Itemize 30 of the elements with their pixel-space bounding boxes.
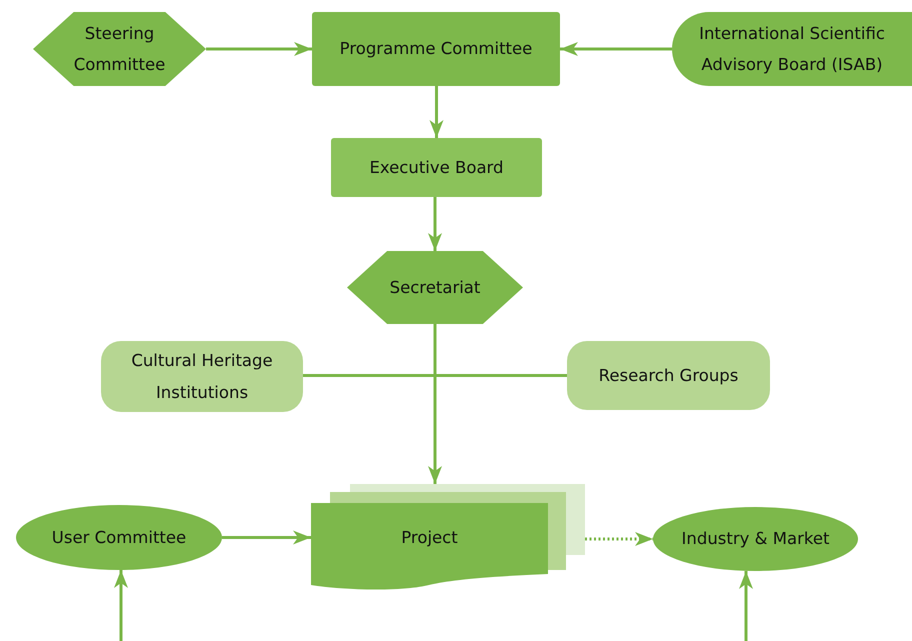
- node-label: Research Groups: [598, 364, 740, 387]
- node-label: Executive Board: [368, 156, 505, 179]
- hexagon-box: [347, 251, 523, 324]
- document-stack: [311, 484, 585, 590]
- node-label: Programme Committee: [338, 38, 534, 60]
- process-box: [312, 12, 560, 86]
- process-box: [331, 138, 542, 197]
- ellipse-box: [16, 505, 222, 570]
- arrow: [114, 570, 128, 641]
- node-label: Project: [400, 527, 459, 550]
- arrow: [428, 197, 442, 251]
- node-label: International Scientific Advisory Board (ISAB): [698, 22, 886, 76]
- arrow: [560, 42, 672, 56]
- ellipse-box: [653, 507, 858, 571]
- connector-line: [303, 374, 567, 377]
- node-label: Steering Committee: [72, 22, 166, 76]
- rounded-box: [567, 341, 770, 410]
- node-label: User Committee: [50, 526, 188, 549]
- arrow: [222, 530, 311, 544]
- arrow: [206, 42, 312, 56]
- hexagon-box: [33, 12, 206, 86]
- arrow: [585, 532, 653, 546]
- arrow: [428, 324, 442, 484]
- rounded-box: [672, 12, 912, 86]
- node-label: Industry & Market: [680, 528, 830, 550]
- rounded-box: [101, 341, 303, 412]
- arrow: [430, 86, 444, 138]
- node-label: Cultural Heritage Institutions: [130, 350, 274, 404]
- node-label: Secretariat: [388, 276, 482, 299]
- arrow: [739, 571, 753, 641]
